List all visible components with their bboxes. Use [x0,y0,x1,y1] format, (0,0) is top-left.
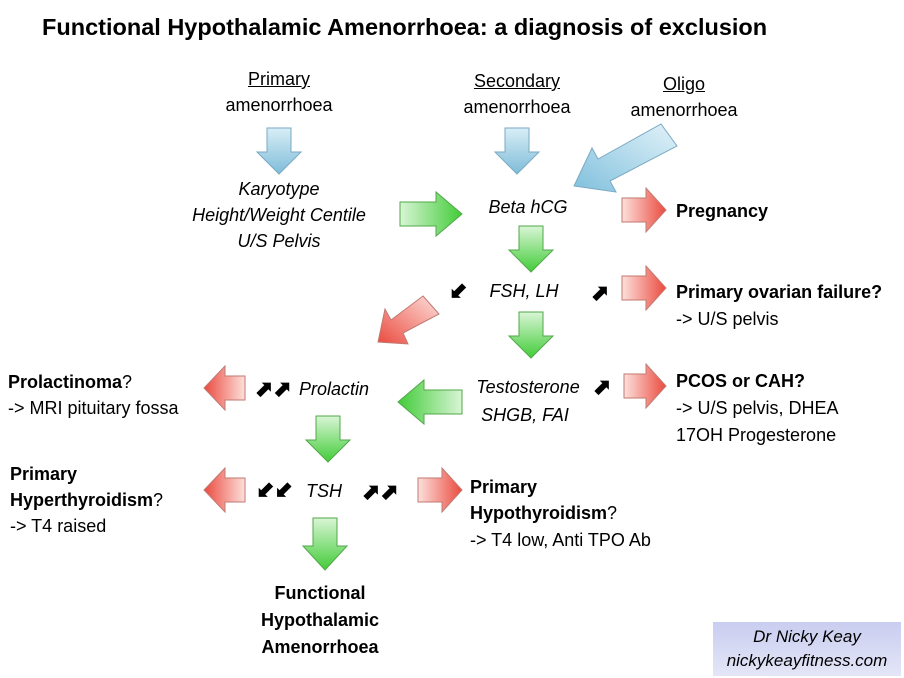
prolactinoma-question: ? [122,372,133,392]
test-shgb-fai: SHGB, FAI [481,405,569,425]
test-karyotype: Karyotype [238,179,320,199]
test-beta-hcg: Beta hCG [488,197,568,217]
outcome-hyper-action: -> T4 raised [10,516,107,536]
outcome-fha-line3: Amenorrhoea [261,637,379,657]
outcome-prolactinoma-action: -> MRI pituitary fossa [8,398,179,418]
arrow-fsh-to-pof [621,264,667,312]
outcome-hypo-action: -> T4 low, Anti TPO Ab [470,530,651,550]
credit-site: nickykeayfitness.com [726,651,888,670]
test-tsh: TSH [306,481,342,501]
hypo-question: ? [607,503,618,523]
arrow-secondary-down [493,127,541,175]
arrow-prolactin-to-prolactinoma [203,364,246,412]
arrow-karyotype-to-hcg [399,190,463,238]
arrow-low-fsh-diagonal [377,295,440,345]
outcome-fha-line2: Hypothalamic [260,610,380,630]
arrow-prolactin-to-tsh [304,415,352,463]
oligo-sub: amenorrhoea [630,100,738,120]
prolactin-high-indicator: ⬈⬈ [255,376,292,401]
outcome-prolactinoma-title: Prolactinoma? [8,369,132,396]
arrow-testosterone-to-prolactin [397,378,463,426]
test-height-weight: Height/Weight Centile [192,205,366,225]
outcome-pof-title: Primary ovarian failure? [676,282,883,302]
outcome-hypo-line2-wrap: Hypothyroidism? [470,500,617,527]
hyper-label: Hyperthyroidism [10,490,154,510]
primary-sub: amenorrhoea [225,95,333,115]
secondary-heading: Secondary [473,71,561,91]
credit-box: Dr Nicky Keay nickykeayfitness.com [713,622,901,676]
arrow-testosterone-to-pcos [623,362,667,410]
test-prolactin: Prolactin [299,379,370,399]
secondary-sub: amenorrhoea [463,97,571,117]
primary-heading: Primary [248,69,310,89]
arrow-hcg-to-fsh [507,225,555,273]
arrow-oligo-diagonal [573,123,678,193]
test-us-pelvis: U/S Pelvis [237,231,321,251]
outcome-pcos-action2: 17OH Progesterone [676,425,837,445]
arrow-primary-down [255,127,303,175]
prolactinoma-label: Prolactinoma [8,372,123,392]
fsh-high-indicator: ⬈ [591,280,610,305]
test-testosterone: Testosterone [476,377,580,397]
arrow-tsh-to-hypo [417,466,463,514]
outcome-pcos-action: -> U/S pelvis, DHEA [676,398,839,418]
arrow-fsh-to-testosterone [507,311,555,359]
oligo-heading: Oligo [662,74,706,94]
test-fsh-lh: FSH, LH [489,281,559,301]
outcome-fha-line1: Functional [274,583,366,603]
outcome-hyper-line2-wrap: Hyperthyroidism? [10,487,163,514]
outcome-pcos-title: PCOS or CAH? [676,371,806,391]
arrow-hcg-to-pregnancy [621,186,667,234]
hyper-question: ? [153,490,164,510]
fsh-low-indicator: ⬋ [449,278,468,303]
credit-name: Dr Nicky Keay [753,627,861,646]
outcome-pof-action: -> U/S pelvis [676,309,779,329]
outcome-pregnancy: Pregnancy [676,201,769,221]
outcome-hyper-line1: Primary [10,464,78,484]
outcome-hypo-line1: Primary [470,477,538,497]
tsh-high-indicator: ⬈⬈ [362,479,399,504]
testosterone-high-indicator: ⬈ [593,374,612,399]
hypo-label: Hypothyroidism [470,503,608,523]
page-title: Functional Hypothalamic Amenorrhoea: a d… [42,14,768,40]
tsh-low-indicator: ⬋⬋ [256,477,293,502]
arrow-tsh-to-hyper [203,466,246,514]
arrow-tsh-to-fha [301,517,349,571]
